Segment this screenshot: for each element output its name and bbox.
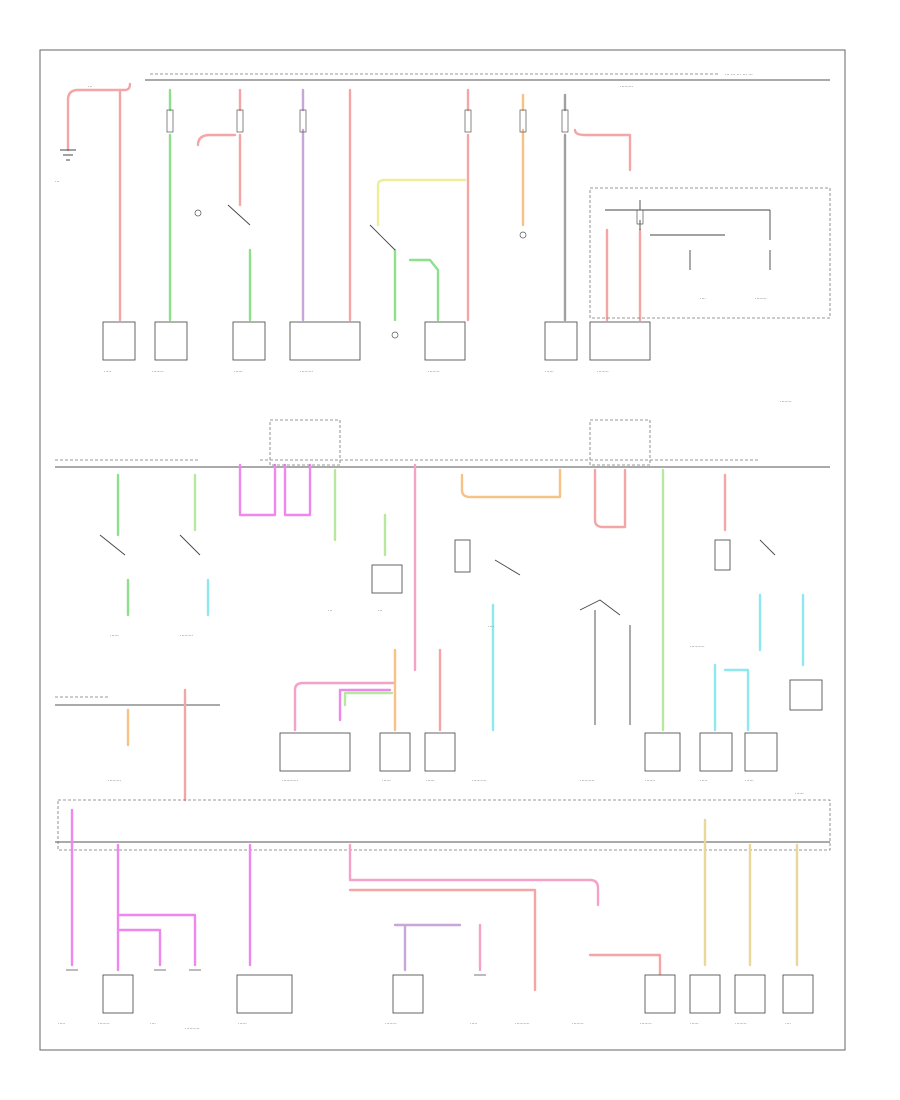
svg-text:······: ······	[426, 779, 435, 784]
component-box	[424, 732, 456, 772]
svg-text:······: ······	[545, 370, 554, 375]
svg-text:········: ········	[572, 1022, 584, 1027]
svg-text:·····: ·····	[58, 1022, 65, 1027]
row-3: ········· ··········· ······ ······ ····…	[55, 599, 778, 802]
svg-text:······: ······	[238, 1022, 247, 1027]
svg-text:·········: ·········	[300, 370, 313, 375]
svg-text:·········: ·········	[620, 85, 633, 90]
component-box	[644, 732, 681, 772]
component-box	[644, 974, 676, 1014]
svg-text:···: ···	[88, 85, 92, 90]
row2-wires	[116, 463, 727, 732]
svg-text:··········: ··········	[185, 1027, 200, 1032]
svg-text:····: ····	[150, 1022, 156, 1027]
svg-text:········: ········	[640, 1022, 652, 1027]
svg-text:········: ········	[780, 400, 792, 405]
component-box	[789, 679, 823, 711]
svg-text:········: ········	[735, 1022, 747, 1027]
row4-wires	[70, 808, 799, 992]
svg-text:······: ······	[382, 779, 391, 784]
svg-text:·········: ·········	[108, 779, 121, 784]
component-box	[102, 321, 136, 361]
svg-text:··········: ··········	[690, 645, 705, 650]
svg-text:········: ········	[755, 297, 767, 302]
svg-text:·······: ·······	[645, 779, 655, 784]
row1-fuses	[166, 109, 569, 133]
battery-icon	[60, 149, 76, 161]
component-box	[714, 539, 731, 571]
svg-text:··· ··· ··· ··· ···: ··· ··· ··· ··· ···	[725, 73, 753, 78]
svg-text:········: ········	[597, 370, 609, 375]
svg-text:····: ····	[785, 1022, 791, 1027]
svg-text:······: ······	[690, 1022, 699, 1027]
svg-text:········: ········	[428, 370, 440, 375]
svg-text:········: ········	[98, 1022, 110, 1027]
component-box	[744, 732, 778, 772]
row1-switches	[194, 204, 527, 339]
diagram-frame	[39, 49, 846, 1051]
component-box	[544, 321, 578, 361]
component-box	[734, 974, 766, 1014]
svg-text:··········: ··········	[580, 779, 595, 784]
svg-text:·········: ·········	[180, 634, 193, 639]
component-box	[782, 974, 814, 1014]
component-box	[154, 321, 188, 361]
svg-text:·····: ·····	[104, 370, 111, 375]
component-box	[236, 974, 293, 1014]
component-box	[699, 732, 733, 772]
component-box	[289, 321, 361, 361]
row2-switches	[99, 419, 776, 576]
svg-text:·····: ·····	[470, 1022, 477, 1027]
component-box	[454, 539, 471, 573]
row4-grounds	[66, 969, 486, 976]
row-4: ······ ····· ········ ··	[55, 792, 831, 1032]
svg-text:···: ···	[55, 180, 59, 185]
svg-text:······: ······	[745, 779, 754, 784]
battery-wire	[66, 82, 132, 152]
svg-text:···: ···	[328, 609, 332, 614]
svg-text:···········: ···········	[282, 779, 298, 784]
component-box	[392, 974, 424, 1014]
svg-text:··········: ··········	[472, 779, 487, 784]
component-box	[379, 732, 411, 772]
svg-text:······: ······	[795, 792, 804, 797]
svg-text:······: ······	[110, 634, 119, 639]
row-2: ········ ·····	[55, 400, 830, 732]
component-box	[689, 974, 721, 1014]
component-box	[424, 321, 466, 361]
component-box	[232, 321, 266, 361]
svg-text:···: ···	[378, 609, 382, 614]
component-box	[371, 564, 403, 594]
svg-text:····: ····	[488, 625, 494, 630]
svg-text:·····: ·····	[700, 779, 707, 784]
component-box	[279, 732, 351, 772]
component-box	[102, 974, 134, 1014]
svg-text:····: ····	[700, 297, 706, 302]
svg-text:······: ······	[234, 370, 243, 375]
svg-text:··········: ··········	[515, 1022, 530, 1027]
row1-drops	[118, 88, 642, 322]
row-1: ··· ··· ··· ··· ··· ········· ··· ···	[55, 73, 831, 375]
svg-text:········: ········	[385, 1022, 397, 1027]
component-box	[589, 321, 651, 361]
svg-text:········: ········	[152, 370, 164, 375]
